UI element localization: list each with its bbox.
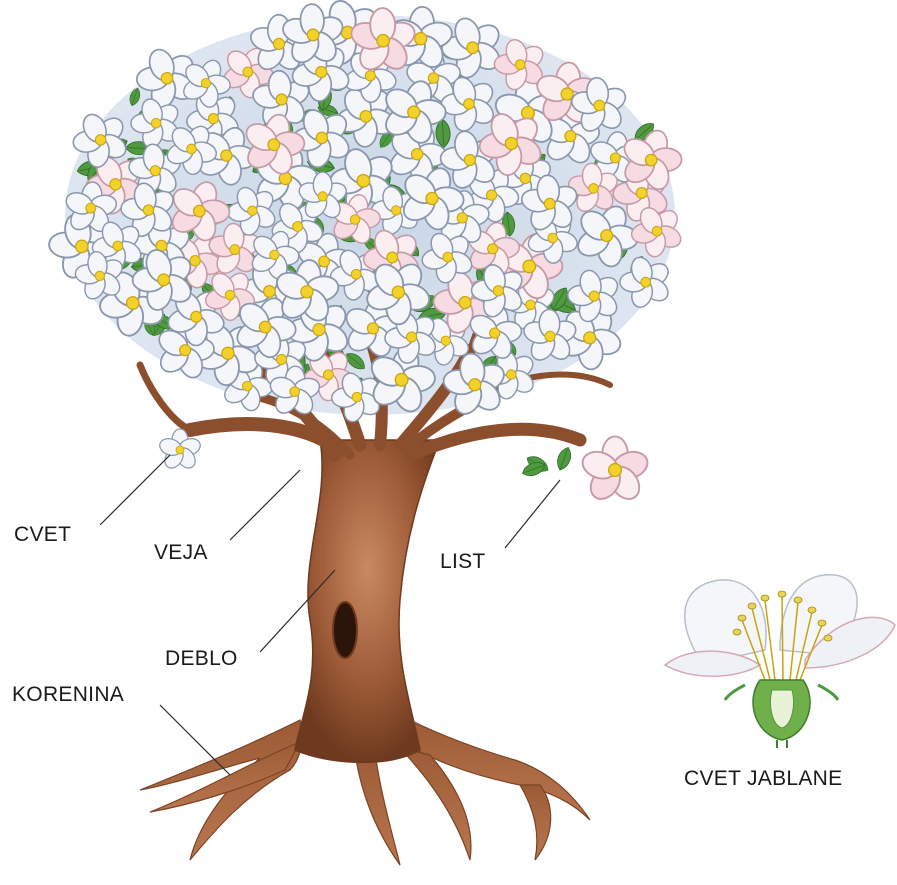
label-cvet-jablane: CVET JABLANE: [684, 768, 842, 789]
labelled-leaves: [520, 445, 573, 478]
leader-cvet: [100, 455, 170, 525]
trunk: [295, 440, 440, 762]
leader-list: [505, 480, 560, 548]
leader-korenina: [160, 705, 230, 775]
label-cvet: CVET: [14, 524, 71, 545]
label-list: LIST: [440, 551, 486, 572]
leader-veja: [230, 470, 300, 540]
apple-flower-cross-section: [665, 575, 895, 748]
label-veja: VEJA: [154, 542, 208, 563]
trunk-hollow: [333, 602, 357, 658]
label-deblo: DEBLO: [165, 648, 238, 669]
branch-tip-flower: [579, 436, 651, 504]
label-korenina: KORENINA: [12, 684, 124, 705]
